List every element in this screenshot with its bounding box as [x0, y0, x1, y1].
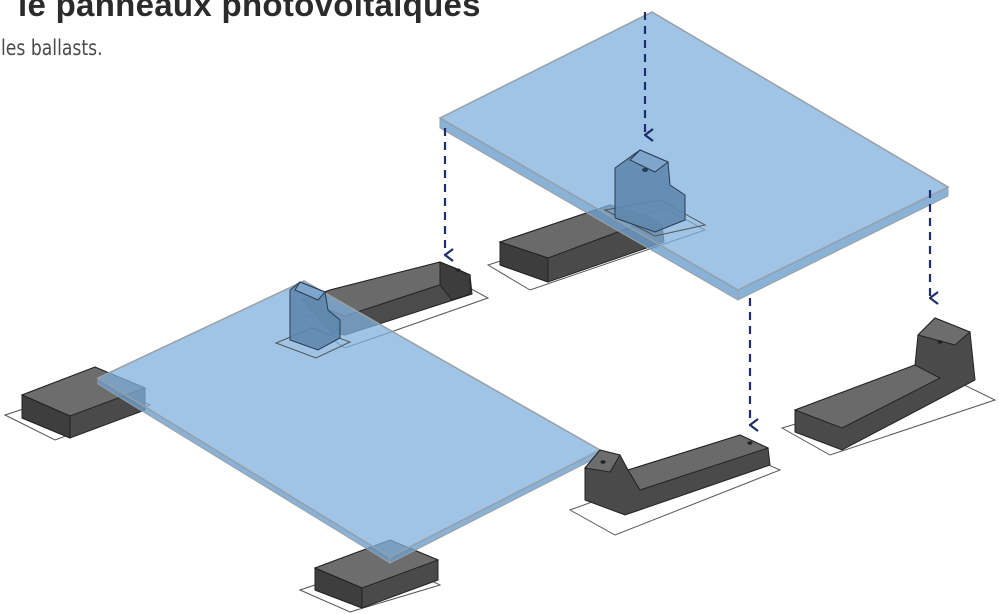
panel-support-right: [603, 149, 707, 237]
panel-support-left: [274, 281, 352, 359]
lifted-solar-panel: [438, 11, 950, 301]
page-title: le panneaux photovoltaïques: [18, 0, 481, 23]
ballast-right-front: [568, 434, 782, 536]
installed-solar-panel: [96, 280, 602, 564]
ballast-right-side: [780, 317, 997, 456]
page-subtitle: les ballasts.: [1, 36, 103, 60]
placement-arrows: [443, 12, 930, 425]
